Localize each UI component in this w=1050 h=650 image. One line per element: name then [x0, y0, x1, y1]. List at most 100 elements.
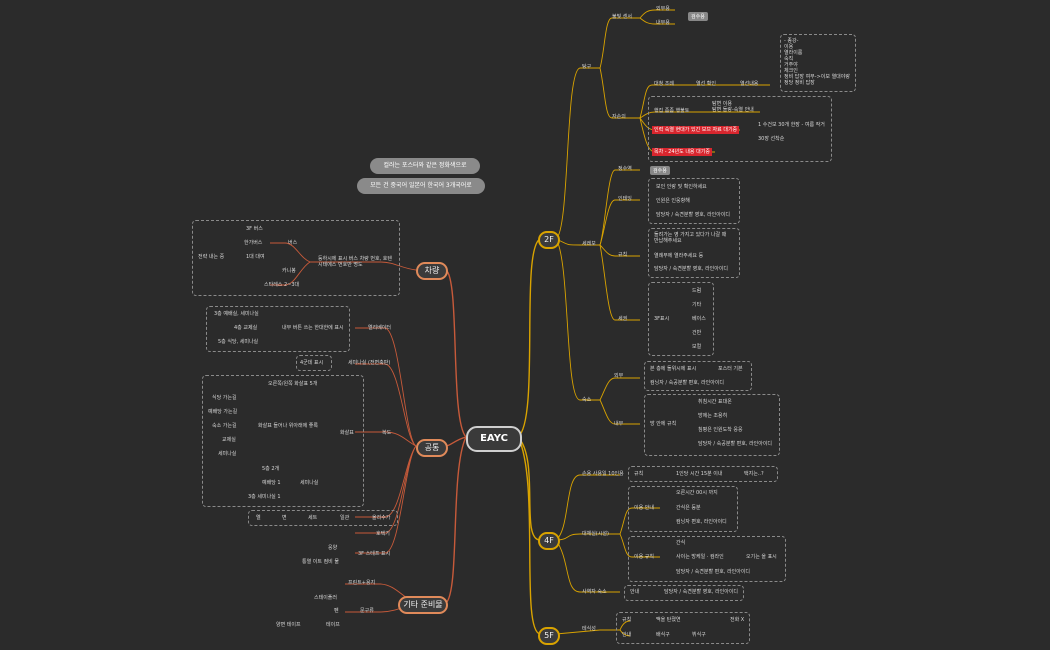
tag-count: 검수용 [650, 166, 670, 175]
note-color: 컬러는 포스터와 같은 정화색으로 [370, 158, 480, 174]
map-item: 숙소 가는길 [212, 423, 237, 429]
node-sticker[interactable]: 3F 스테프 표시 [358, 551, 391, 557]
node-inner2: 방에는 조용히 [698, 413, 728, 419]
semi-item: 예배당 1 [262, 480, 281, 486]
node-car-main[interactable]: 등하시에 표시 버스 차량 번호, 호텐 시테에스 번호만 명도 [318, 256, 392, 268]
node-inside[interactable]: 내부용 [656, 20, 670, 26]
node-hall3: 담당자 / 숙견분할 영호, 라인아이디 [656, 212, 731, 218]
node-rule[interactable]: 규칙 [618, 252, 628, 258]
node-elev[interactable]: 엘리베이터 [368, 325, 392, 331]
node-seat-label[interactable]: 3F표시 [654, 316, 670, 322]
node-arrive-detail: 탐변 이용 탐변 들랑-숙열 안내 [712, 101, 754, 113]
box-5f [616, 612, 750, 644]
box-4f-use [628, 486, 738, 532]
box-inner [644, 394, 780, 456]
node-map-sub: 화살표 들어나 위아래에 좋록 [258, 423, 318, 429]
seat-item[interactable]: 보컬 [692, 344, 702, 350]
seat-item[interactable]: 기타 [692, 302, 702, 308]
semi-item: 3층 세미나실 1 [248, 494, 281, 500]
box-floor-row [248, 510, 398, 526]
node-outer1-note: 포스터 기본 [718, 366, 743, 372]
node-sign-all[interactable]: 세미나실 (전면축판) [348, 360, 391, 366]
node-4f-use2: 간식은 등분 [676, 505, 701, 511]
node-inner-rule[interactable]: 방 안에 규칙 [650, 421, 677, 427]
node-clean-content[interactable]: 열선내용 [740, 81, 759, 87]
warn-towel[interactable]: 인력 숙열 현대가 있긴 보므 자료 대기중 [652, 126, 740, 134]
branch-5f[interactable]: 5F [538, 627, 560, 645]
node-5f-rule[interactable]: 규칙 [622, 617, 632, 623]
node-5f-guide2: 뷔식구 [692, 632, 706, 638]
node-seat[interactable]: 세권 [618, 316, 628, 322]
node-4f-rule-who: 택지는..? [744, 471, 764, 477]
seat-item[interactable]: 드럼 [692, 288, 702, 294]
node-prep3[interactable]: 문구류 [360, 608, 374, 614]
node-hall2: 인원은 인웅항해 [656, 198, 690, 204]
node-semi[interactable]: 세미나실 [300, 480, 319, 486]
map-item: 교제실 [222, 437, 236, 443]
branch-2f[interactable]: 2F [538, 231, 560, 249]
branch-prep[interactable]: 기타 준비물 [398, 596, 448, 614]
node-sticker2: 통열 이트 컴비 물 [302, 559, 339, 565]
node-bus2: 한가버스 [244, 240, 263, 246]
node-prep4: 펜 [334, 608, 339, 614]
box-seat [648, 282, 714, 356]
tag-check: 검수용 [688, 12, 708, 21]
node-5f-guide[interactable]: 안내 [622, 632, 632, 638]
node-inner1: 취침시간 표대온 [698, 399, 732, 405]
branch-car[interactable]: 차량 [416, 262, 448, 280]
node-inner4: 담당자 / 숙공분할 편호, 라인아이디 [698, 441, 773, 447]
node-elev2: 4층 교제실 [234, 325, 258, 331]
node-lobby[interactable]: 탕구 [582, 64, 592, 70]
seat-item[interactable]: 건반 [692, 330, 702, 336]
branch-common[interactable]: 공통 [416, 439, 448, 457]
node-outside[interactable]: 외부용 [656, 6, 670, 12]
node-4f-room[interactable]: 대체실(시설) [582, 531, 609, 537]
node-outer1: 본 층에 돌위시에 표시 [650, 366, 697, 372]
node-4f-rule[interactable]: 규칙 [634, 471, 644, 477]
node-outer[interactable]: 외부 [614, 373, 624, 379]
node-elev1: 3층 예배실, 세미나실 [214, 311, 259, 317]
node-prep1[interactable]: 프린트+용지 [348, 580, 376, 586]
node-taxi[interactable]: 카니봉 [282, 268, 296, 274]
node-4f-guest[interactable]: 사역자 숙소 [582, 589, 607, 595]
node-warn1-sub: 30장 선착순 [758, 136, 785, 142]
box-hall [648, 178, 740, 224]
box-sign-num [296, 355, 332, 371]
box-rule [648, 228, 740, 278]
node-bus[interactable]: 버스 [288, 240, 298, 246]
seat-item[interactable]: 베이스 [692, 316, 706, 322]
node-dorm[interactable]: 숙소 [582, 397, 592, 403]
node-5f-desk[interactable]: 테식성 [582, 626, 596, 632]
warn-schedule[interactable]: 목차 - 24년도 내용 대기중 [652, 148, 712, 156]
node-floor-row-tag[interactable]: 올리수가 [372, 515, 391, 521]
node-4f-time[interactable]: 손용 사용일 10인용 [582, 471, 624, 477]
floor-row-item: 엘 [256, 515, 261, 521]
root-node[interactable]: EAYC [466, 426, 522, 452]
box-elev [206, 306, 350, 352]
node-hall1: 보인 인랑 및 확인하세요 [656, 184, 707, 190]
node-clean[interactable]: 대청 조례 [654, 81, 674, 87]
node-4f-use1: 오른시간 00시 까지 [676, 490, 718, 496]
node-rule2: 열례부에 열라주세요 등 [654, 253, 704, 259]
node-count[interactable]: 정수역 [618, 166, 632, 172]
box-detail-list [780, 34, 856, 92]
node-bulb[interactable]: 불빛 센서 [612, 14, 632, 20]
node-clean-check[interactable]: 열선 확인 [696, 81, 716, 87]
node-map-main: 오른쪽/왼쪽 화살표 5개 [268, 381, 318, 387]
node-hall[interactable]: 인테잉 [618, 196, 632, 202]
branch-4f[interactable]: 4F [538, 532, 560, 550]
node-4f-guest-detail: 담당자 / 숙견분할 영호, 라인아이디 [664, 589, 739, 595]
node-4f-use-rule[interactable]: 이용 규칙 [634, 554, 654, 560]
node-arrive[interactable]: 행집 좀좀 행불토 [654, 108, 690, 114]
node-map[interactable]: 화살표 [340, 430, 354, 436]
node-4f-use[interactable]: 이용 안내 [634, 505, 654, 511]
node-cloth[interactable]: 호텍기 [376, 531, 390, 537]
box-outer [644, 361, 752, 391]
node-hall[interactable]: 복도 [382, 430, 392, 436]
floor-row-item: 변 [282, 515, 287, 521]
node-inner[interactable]: 내부 [614, 421, 624, 427]
node-4f-rule-time: 1인당 시간 15분 이내 [676, 471, 723, 477]
map-item: 식당 가는길 [212, 395, 237, 401]
node-self[interactable]: 자손의 [612, 114, 626, 120]
node-meal[interactable]: 세레보 [582, 241, 596, 247]
